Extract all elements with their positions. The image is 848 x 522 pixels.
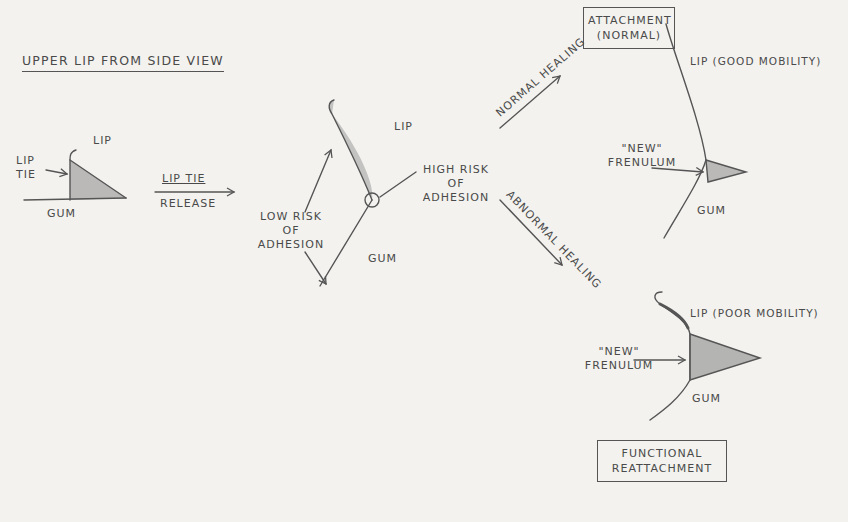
lip-tie-shading bbox=[70, 160, 126, 200]
gum-line bbox=[24, 198, 126, 200]
part-name: LIP (GOOD MOBILITY) bbox=[690, 54, 821, 68]
step-label: LIP TIE bbox=[162, 172, 205, 186]
process-arrow bbox=[155, 191, 234, 192]
node-text: ATTACHMENT (NORMAL) bbox=[588, 13, 670, 43]
lip-line bbox=[329, 100, 372, 200]
part-name: LIP bbox=[93, 134, 112, 148]
gum-line bbox=[320, 200, 372, 286]
leader-line bbox=[380, 172, 416, 197]
step-label: ABNORMAL HEALING bbox=[503, 188, 604, 292]
step-label: NORMAL HEALING bbox=[493, 35, 588, 120]
lip-gum-line bbox=[650, 292, 690, 420]
part-name: LIP TIE bbox=[16, 154, 50, 182]
frenulum-shading bbox=[690, 334, 760, 380]
risk-note: LOW RISK OF ADHESION bbox=[254, 210, 328, 252]
leader-arrow bbox=[305, 252, 326, 284]
leader-arrow bbox=[305, 150, 331, 212]
part-name: LIP (POOR MOBILITY) bbox=[690, 306, 819, 320]
part-name: "NEW" FRENULUM bbox=[603, 142, 681, 170]
risk-circle bbox=[365, 193, 379, 207]
diagram-title: UPPER LIP FROM SIDE VIEW bbox=[22, 53, 224, 72]
leader-arrow bbox=[46, 170, 67, 174]
lip-line bbox=[70, 150, 76, 200]
lip-tie-edge bbox=[70, 160, 126, 198]
part-name: GUM bbox=[47, 207, 76, 221]
step-label: RELEASE bbox=[160, 197, 216, 211]
frenulum-shading bbox=[706, 160, 746, 182]
node-text: FUNCTIONAL REATTACHMENT bbox=[602, 446, 722, 476]
part-name: "NEW" FRENULUM bbox=[580, 345, 658, 373]
part-name: GUM bbox=[697, 204, 726, 218]
part-name: GUM bbox=[692, 392, 721, 406]
lip-shading bbox=[660, 304, 688, 328]
boxed-note: ATTACHMENT (NORMAL) bbox=[583, 7, 675, 49]
part-name: LIP bbox=[394, 120, 413, 134]
boxed-note: FUNCTIONAL REATTACHMENT bbox=[597, 440, 727, 482]
risk-note: HIGH RISK OF ADHESION bbox=[414, 163, 498, 205]
wound-shading bbox=[329, 100, 372, 200]
part-name: GUM bbox=[368, 252, 397, 266]
